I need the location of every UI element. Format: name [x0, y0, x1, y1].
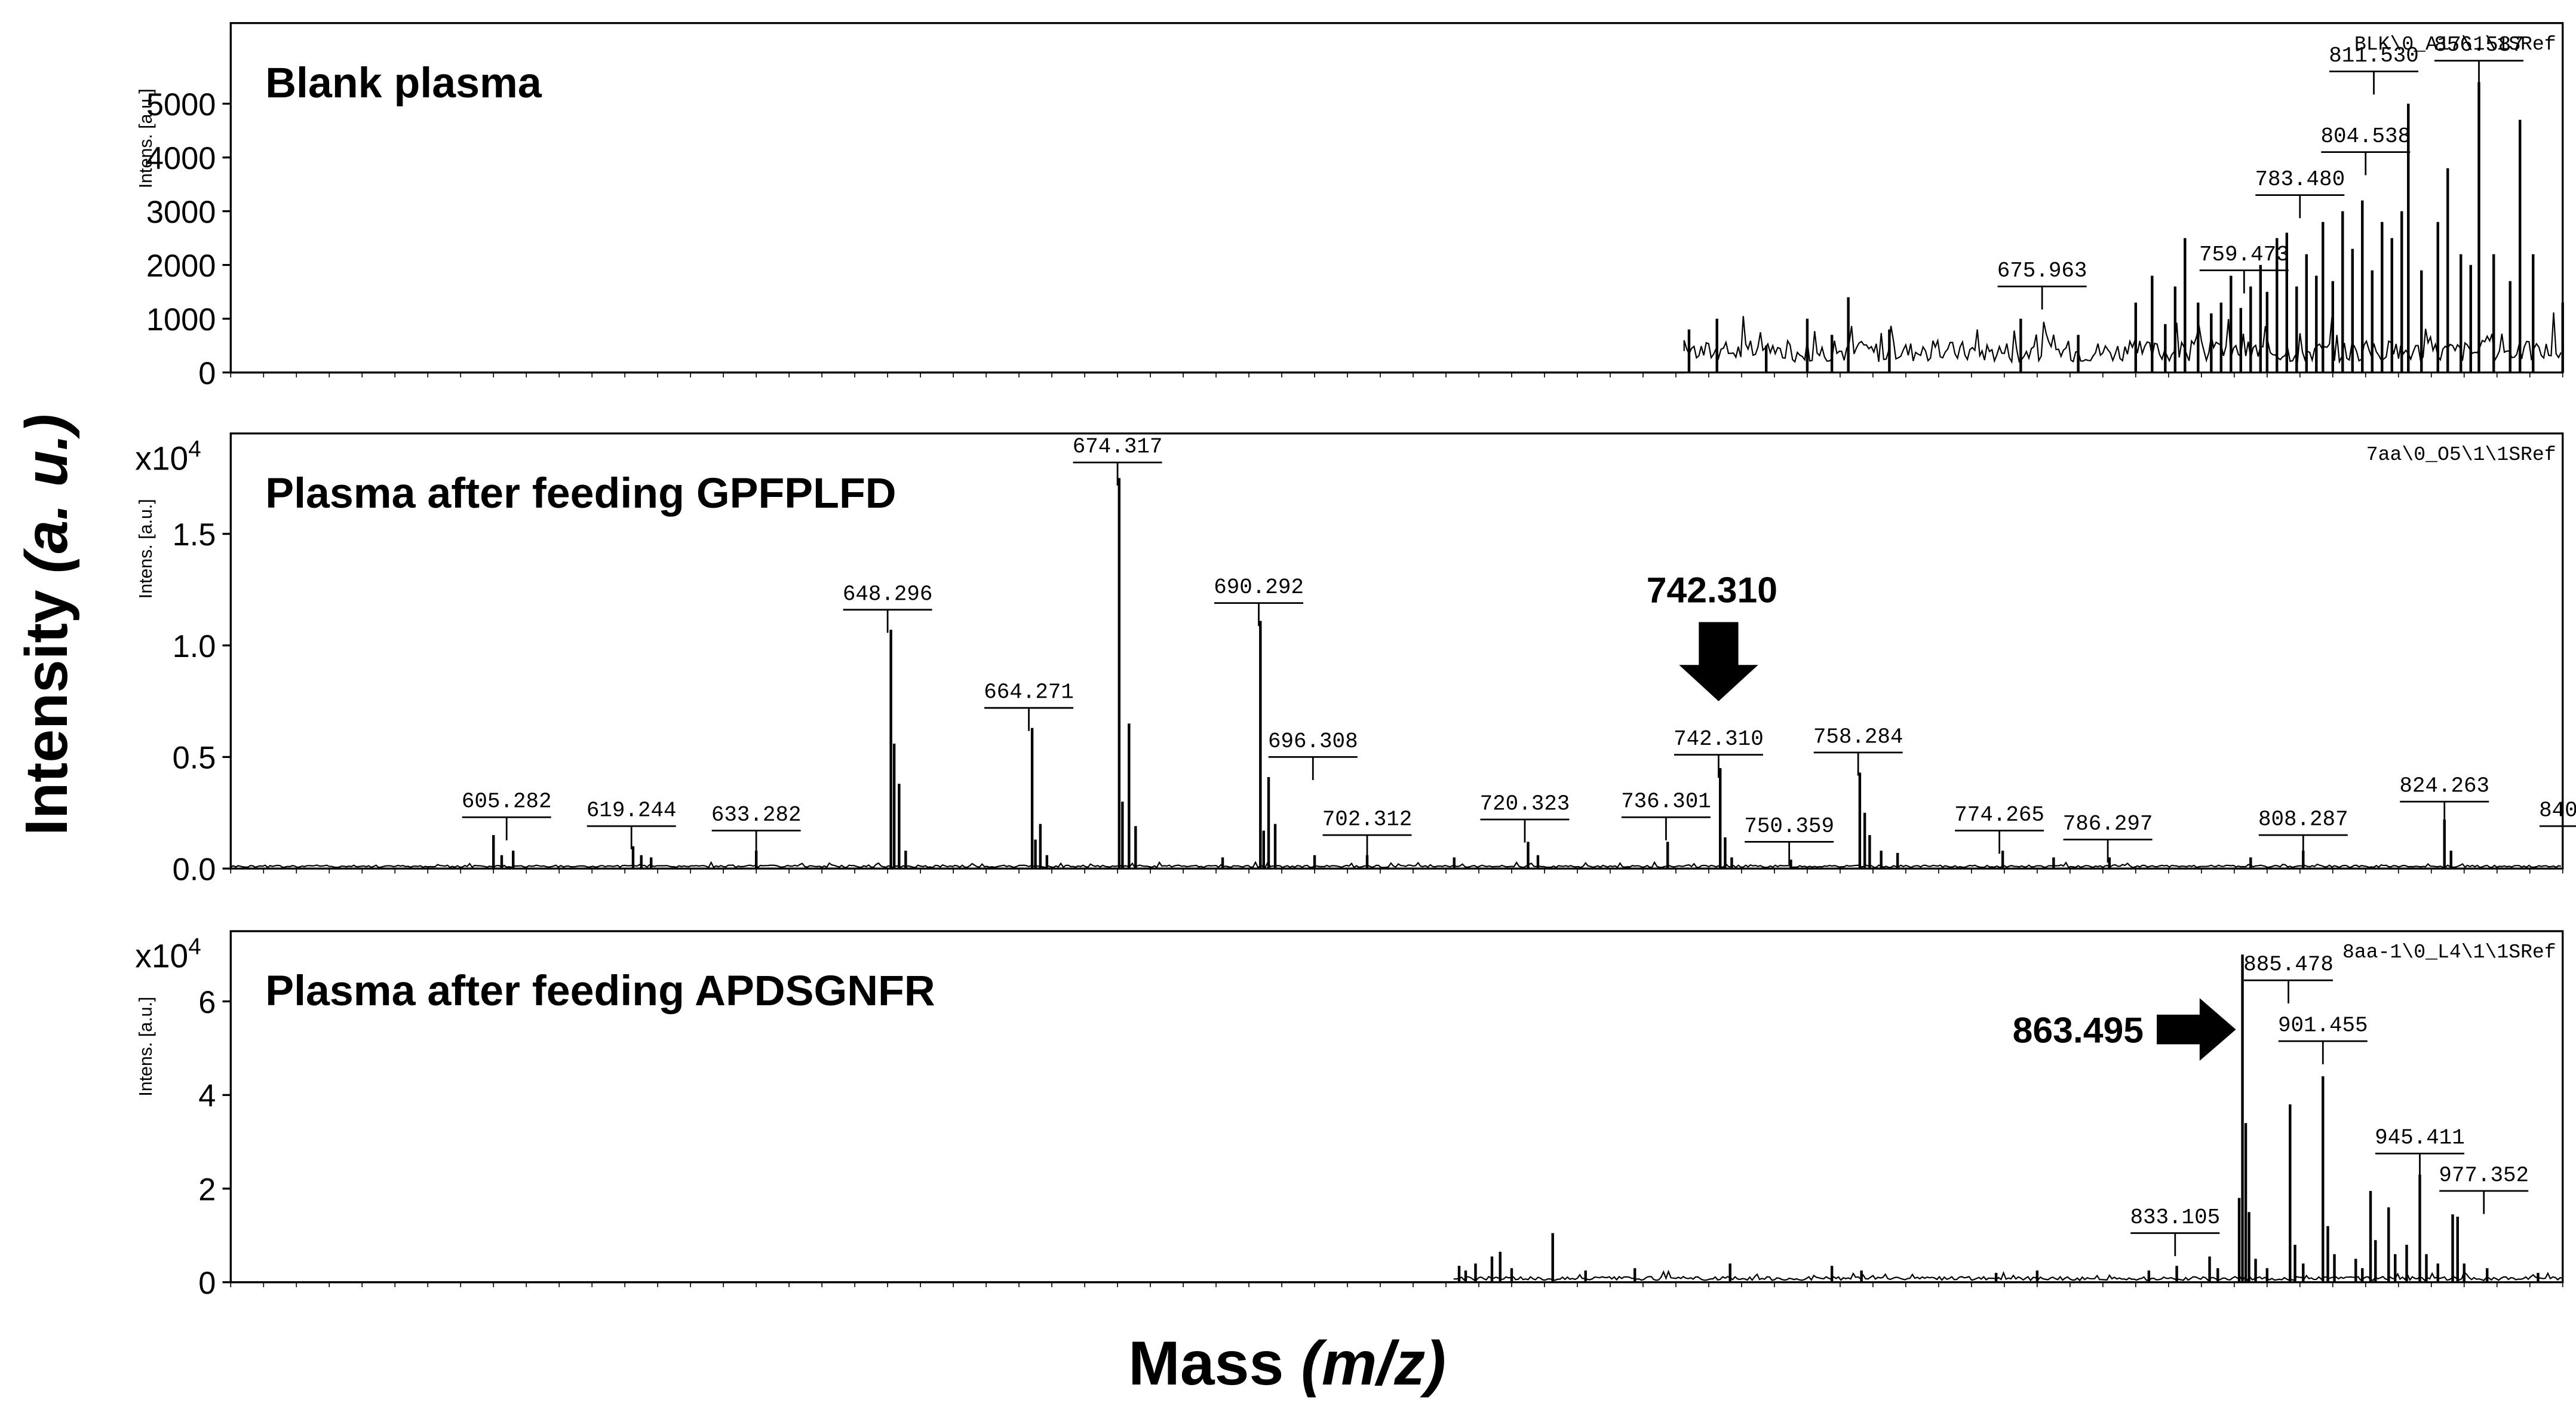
callout-label: 863.495 [2013, 1010, 2144, 1051]
spectrum-id: 8aa-1\0_L4\1\1SRef [2342, 941, 2556, 963]
peak-label: 774.265 [1954, 803, 2044, 827]
y-tick-label: 1000 [146, 303, 216, 337]
plot-frame [229, 432, 2564, 870]
panel-title: Blank plasma [265, 59, 542, 107]
panel-title: Plasma after feeding GPFPLFD [265, 469, 896, 517]
peak-label: 804.538 [2320, 124, 2411, 149]
plot-frame [229, 22, 2564, 374]
peak-label: 702.312 [1322, 808, 1413, 832]
peak-label: 720.323 [1480, 791, 1570, 816]
y-tick-label: 0 [198, 357, 216, 391]
peak-label: 633.282 [711, 803, 802, 827]
peak-label: 840.238 [2539, 799, 2576, 823]
y-tick-label: 1.5 [173, 518, 216, 552]
noise-trace [230, 861, 2562, 868]
x-axis-title: Mass (m/z) [1128, 1329, 1446, 1398]
peak-label: 783.480 [2255, 167, 2345, 192]
y-tick-label: 0.5 [173, 741, 216, 776]
peak-label: 648.296 [843, 582, 933, 606]
y-axis-title: Intensity (a. u.) [13, 414, 80, 836]
peak-label: 605.282 [462, 790, 552, 814]
y-tick-label: 2 [198, 1172, 216, 1207]
peak-label: 808.287 [2258, 808, 2348, 832]
peak-label: 786.297 [2063, 812, 2153, 836]
y-tick-label: 0 [198, 1266, 216, 1301]
callout-label: 742.310 [1647, 569, 1777, 610]
peak-label: 833.105 [2130, 1205, 2220, 1230]
y-tick-label: 6 [198, 986, 216, 1020]
spectrum-id: 7aa\0_O5\1\1SRef [2366, 443, 2556, 466]
callout-arrow [2157, 998, 2236, 1061]
peak-label: 901.455 [2278, 1014, 2368, 1038]
spectrum-id: BLK\0_A17\1\1SRef [2354, 33, 2556, 56]
peak-label: 619.244 [587, 799, 677, 823]
peak-label: 696.308 [1268, 729, 1358, 754]
peak-label: 759.473 [2199, 243, 2289, 267]
peak-label: 977.352 [2439, 1163, 2529, 1187]
peak-label: 690.292 [1214, 575, 1304, 600]
peak-label: 736.301 [1621, 790, 1711, 814]
y-tick-label: 2000 [146, 249, 216, 284]
peak-label: 664.271 [984, 680, 1074, 705]
peak-label: 945.411 [2375, 1126, 2465, 1150]
y-axis-label: Intens. [a.u.] [136, 499, 156, 598]
y-exponent: x104 [135, 436, 201, 477]
peak-label: 885.478 [2243, 953, 2334, 977]
peak-label: 675.963 [1997, 259, 2087, 283]
callout-arrow [1679, 622, 1758, 701]
y-tick-label: 4 [198, 1079, 216, 1114]
panel-title: Plasma after feeding APDSGNFR [265, 967, 935, 1015]
y-exponent: x104 [135, 934, 201, 975]
noise-trace [1683, 312, 2562, 364]
peak-label: 758.284 [1813, 725, 1903, 749]
y-tick-label: 1.0 [173, 630, 216, 664]
y-tick-label: 5000 [146, 88, 216, 122]
peak-label: 674.317 [1073, 435, 1163, 459]
y-axis-label: Intens. [a.u.] [136, 88, 156, 188]
peak-label: 811.530 [2329, 44, 2419, 68]
peak-label: 824.263 [2399, 774, 2489, 799]
peak-label: 742.310 [1674, 727, 1764, 751]
y-axis-label: Intens. [a.u.] [136, 997, 156, 1097]
peak-label: 856.587 [2434, 33, 2524, 57]
peak-label: 750.359 [1744, 814, 1834, 839]
y-tick-label: 3000 [146, 195, 216, 230]
y-tick-label: 4000 [146, 142, 216, 176]
noise-trace [1453, 1269, 2563, 1282]
y-tick-label: 0.0 [173, 852, 216, 887]
